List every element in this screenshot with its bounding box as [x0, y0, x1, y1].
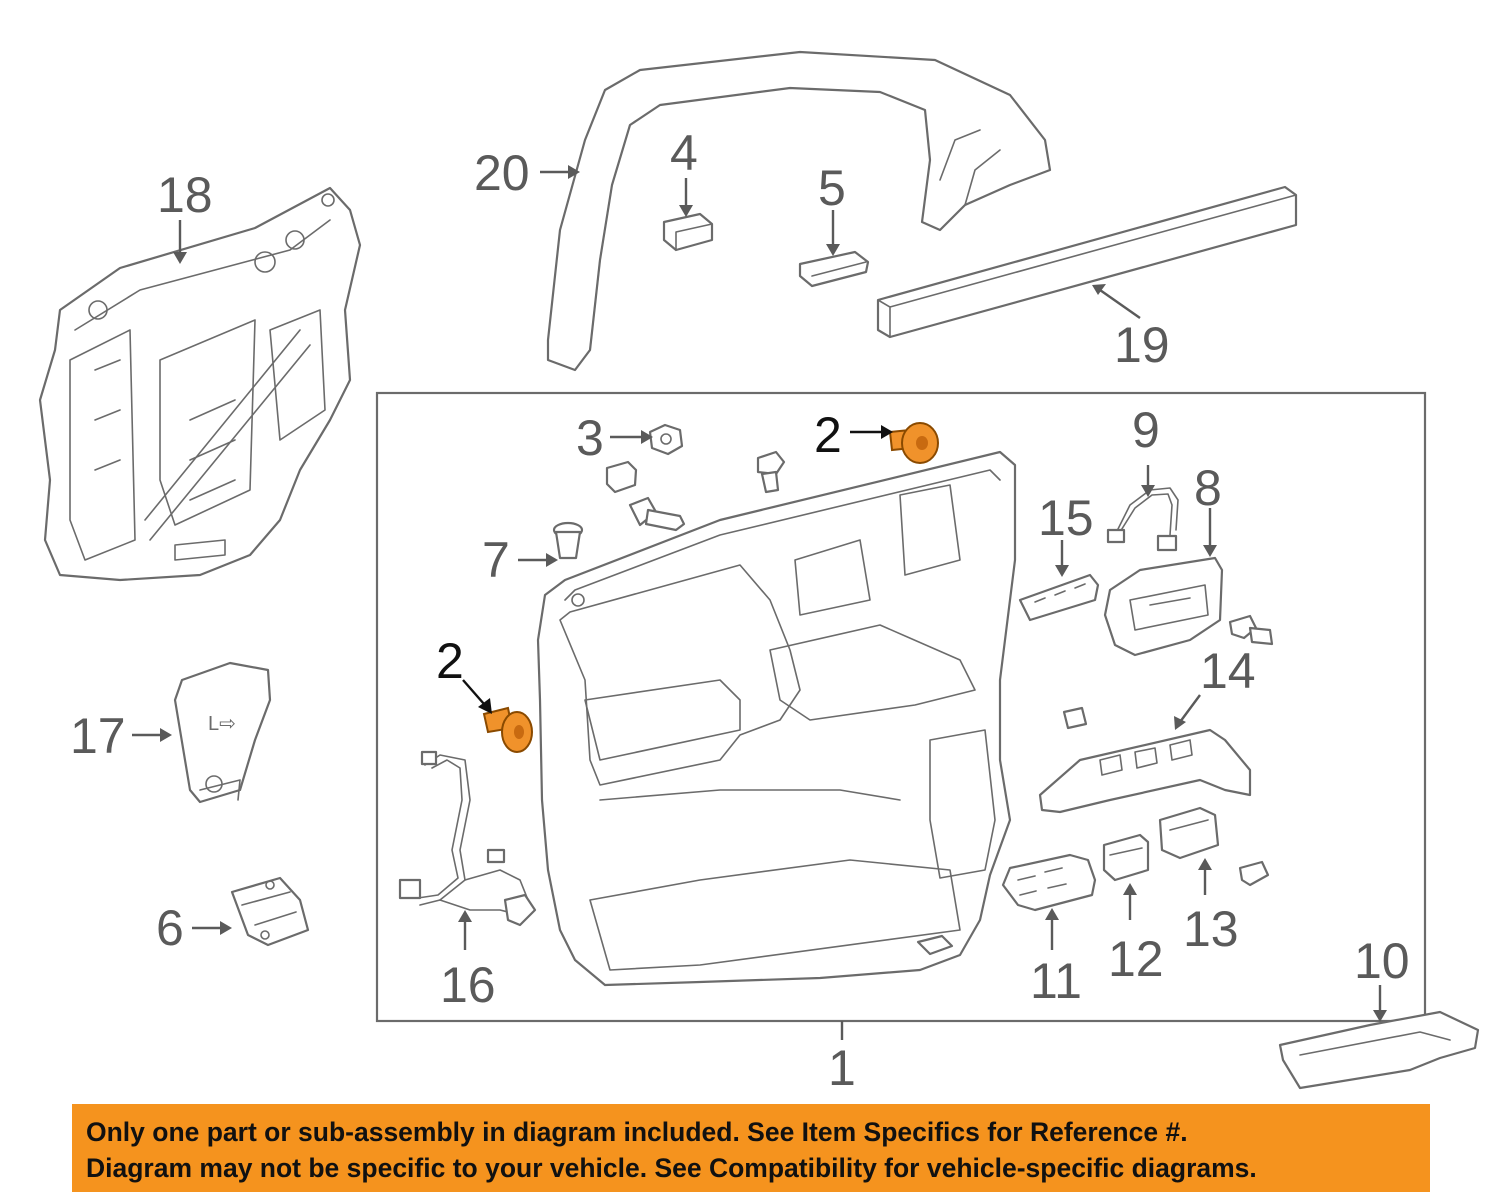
part-20-window-channel — [546, 50, 1052, 372]
fastener-screw-b — [628, 496, 686, 532]
part-10-trim-piece — [1278, 1010, 1480, 1090]
callout-12: 12 — [1108, 931, 1164, 987]
disclaimer-line-2: Diagram may not be specific to your vehi… — [86, 1153, 1257, 1183]
part-5-clip — [798, 250, 870, 288]
callout-1: 1 — [828, 1040, 856, 1096]
callout-18: 18 — [157, 167, 213, 223]
callout-16: 16 — [440, 957, 496, 1013]
callout-8: 8 — [1194, 460, 1222, 516]
part-2-bolt-upper — [888, 422, 939, 464]
part-17-bezel: L⇨ — [173, 661, 272, 804]
part-15-switch — [1018, 573, 1100, 622]
part-6-bracket — [230, 876, 310, 947]
fastener-clip-f — [916, 934, 954, 956]
callout-14: 14 — [1200, 643, 1256, 699]
callout-2-upper: 2 — [814, 407, 842, 463]
callout-15: 15 — [1038, 490, 1094, 546]
callout-10: 10 — [1354, 933, 1410, 989]
assembly-frame — [375, 391, 1427, 1023]
fastener-clip-small — [605, 460, 638, 494]
fastener-clip-d — [1062, 706, 1088, 730]
callout-4: 4 — [670, 125, 698, 181]
callout-13: 13 — [1183, 901, 1239, 957]
part-8-door-handle — [1103, 556, 1224, 657]
callout-7: 7 — [482, 532, 510, 588]
disclaimer-line-1: Only one part or sub-assembly in diagram… — [86, 1117, 1188, 1147]
disclaimer-banner: Only one part or sub-assembly in diagram… — [72, 1104, 1430, 1192]
part-19-belt-molding — [876, 185, 1298, 339]
callout-arrows — [132, 165, 1387, 1022]
callout-5: 5 — [818, 160, 846, 216]
callout-labels: 1 2 2 3 4 5 6 7 8 9 10 11 12 13 14 15 16… — [70, 125, 1410, 1096]
part-3-nut — [648, 423, 684, 456]
callout-19: 19 — [1114, 317, 1170, 373]
part-1-door-trim-panel — [536, 450, 1017, 987]
callout-11: 11 — [1030, 953, 1082, 1009]
part-18-door-module — [38, 186, 362, 582]
part-9-wire-pigtail — [1106, 487, 1179, 552]
fastener-bolt-c — [1228, 614, 1274, 646]
part-13-switch — [1158, 806, 1220, 860]
callout-20: 20 — [474, 145, 530, 201]
callout-3: 3 — [576, 410, 604, 466]
callout-17: 17 — [70, 708, 126, 764]
fastener-screw-e — [1238, 860, 1270, 887]
part-7-push-pin — [552, 521, 584, 560]
callout-2-lower: 2 — [436, 633, 464, 689]
part-14-switch-bezel — [1038, 728, 1252, 814]
part-12-switch — [1102, 833, 1150, 882]
callout-6: 6 — [156, 900, 184, 956]
part-11-window-switch — [1001, 853, 1097, 912]
part-16-wiring-harness — [398, 750, 537, 927]
fastener-bolt-a — [756, 450, 786, 494]
part-2-bolt-lower — [482, 706, 533, 753]
svg-text:L⇨: L⇨ — [208, 713, 236, 735]
part-4-clip — [662, 212, 714, 252]
callout-9: 9 — [1132, 402, 1160, 458]
